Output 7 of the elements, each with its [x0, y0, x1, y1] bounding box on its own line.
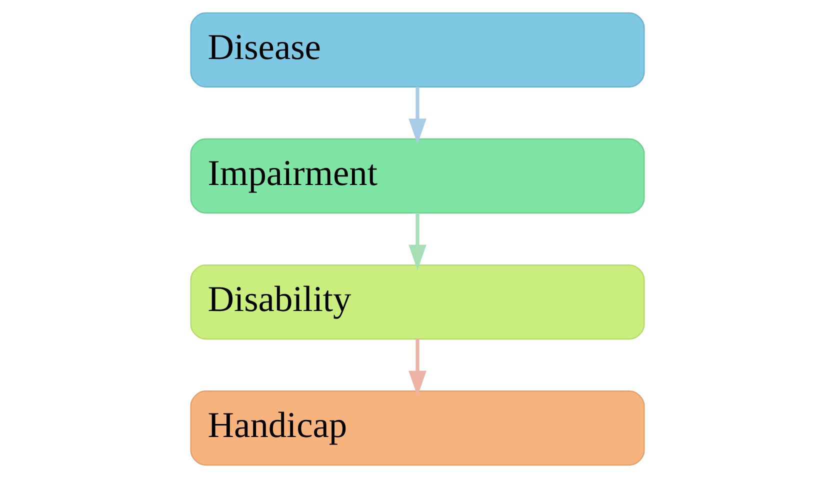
node-box: Impairment	[190, 138, 644, 214]
node-box: Disability	[190, 264, 644, 340]
node-box: Disease	[190, 12, 644, 88]
node-box: Handicap	[190, 390, 644, 466]
arrow	[408, 212, 426, 270]
arrow	[408, 339, 426, 396]
arrow	[408, 86, 426, 144]
